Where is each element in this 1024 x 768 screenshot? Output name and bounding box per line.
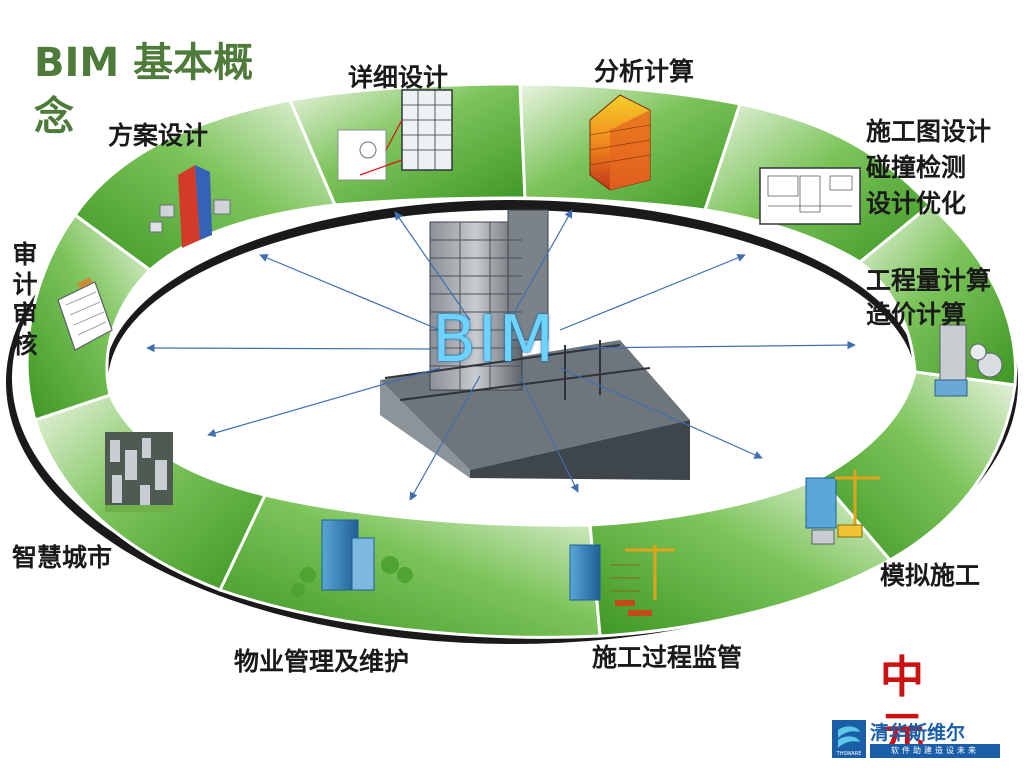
label-detail: 详细设计 [348,63,449,92]
zhongyuan-seal-logo: 中元 [880,652,924,759]
thsware-logo: THSWARE 清华斯维尔 软件助建造设未来 [830,714,1002,764]
scheme-illustration [149,165,231,248]
audit-illustration [57,277,113,351]
label-supervision: 施工过程监管 [592,643,743,672]
label-audit-char: 审 [12,240,38,269]
construction-drawing-illustration [759,167,861,225]
arrow-right [579,340,856,350]
arrow-left [146,343,431,353]
thsware-mark-icon: THSWARE [832,720,866,758]
slide-title: BIM 基本概念 [34,40,254,140]
detail-illustration [337,89,453,181]
supervision-illustration [569,544,675,616]
thsware-slogan: 软件助建造设未来 [870,744,1000,758]
label-scheme: 方案设计 [108,121,209,150]
thsware-company-name: 清华斯维尔 [870,722,966,744]
label-audit-char: 计 [12,270,38,299]
arrows [146,209,856,501]
arrow-right-up [559,253,746,331]
label-audit: 审 计 审 核 [10,240,40,360]
label-analysis: 分析计算 [594,57,695,86]
arrow-up-left [394,211,471,321]
arrow-right-down [559,367,763,459]
arrow-down-left [409,375,481,501]
facility-illustration [291,519,413,597]
simulation-illustration [805,470,880,545]
label-audit-char: 核 [12,330,38,359]
label-audit-char: 审 [12,300,38,329]
thsware-mark-text: THSWARE [836,751,862,757]
label-construction-drawing: 施工图设计 碰撞检测 设计优化 [866,117,992,218]
arrow-left-down [207,367,441,437]
label-smart-city: 智慧城市 [12,543,113,572]
smart-city-illustration [105,432,173,512]
label-quantity: 工程量计算 造价计算 [866,266,992,329]
arrow-left-up [259,254,441,331]
analysis-illustration [589,94,651,191]
arrow-up-right [509,209,573,321]
quantity-illustration [934,324,1003,397]
bim-center-label: BIM [432,303,556,377]
label-simulation: 模拟施工 [880,561,981,590]
label-facility: 物业管理及维护 [234,647,410,676]
arrow-down-right [519,375,579,493]
